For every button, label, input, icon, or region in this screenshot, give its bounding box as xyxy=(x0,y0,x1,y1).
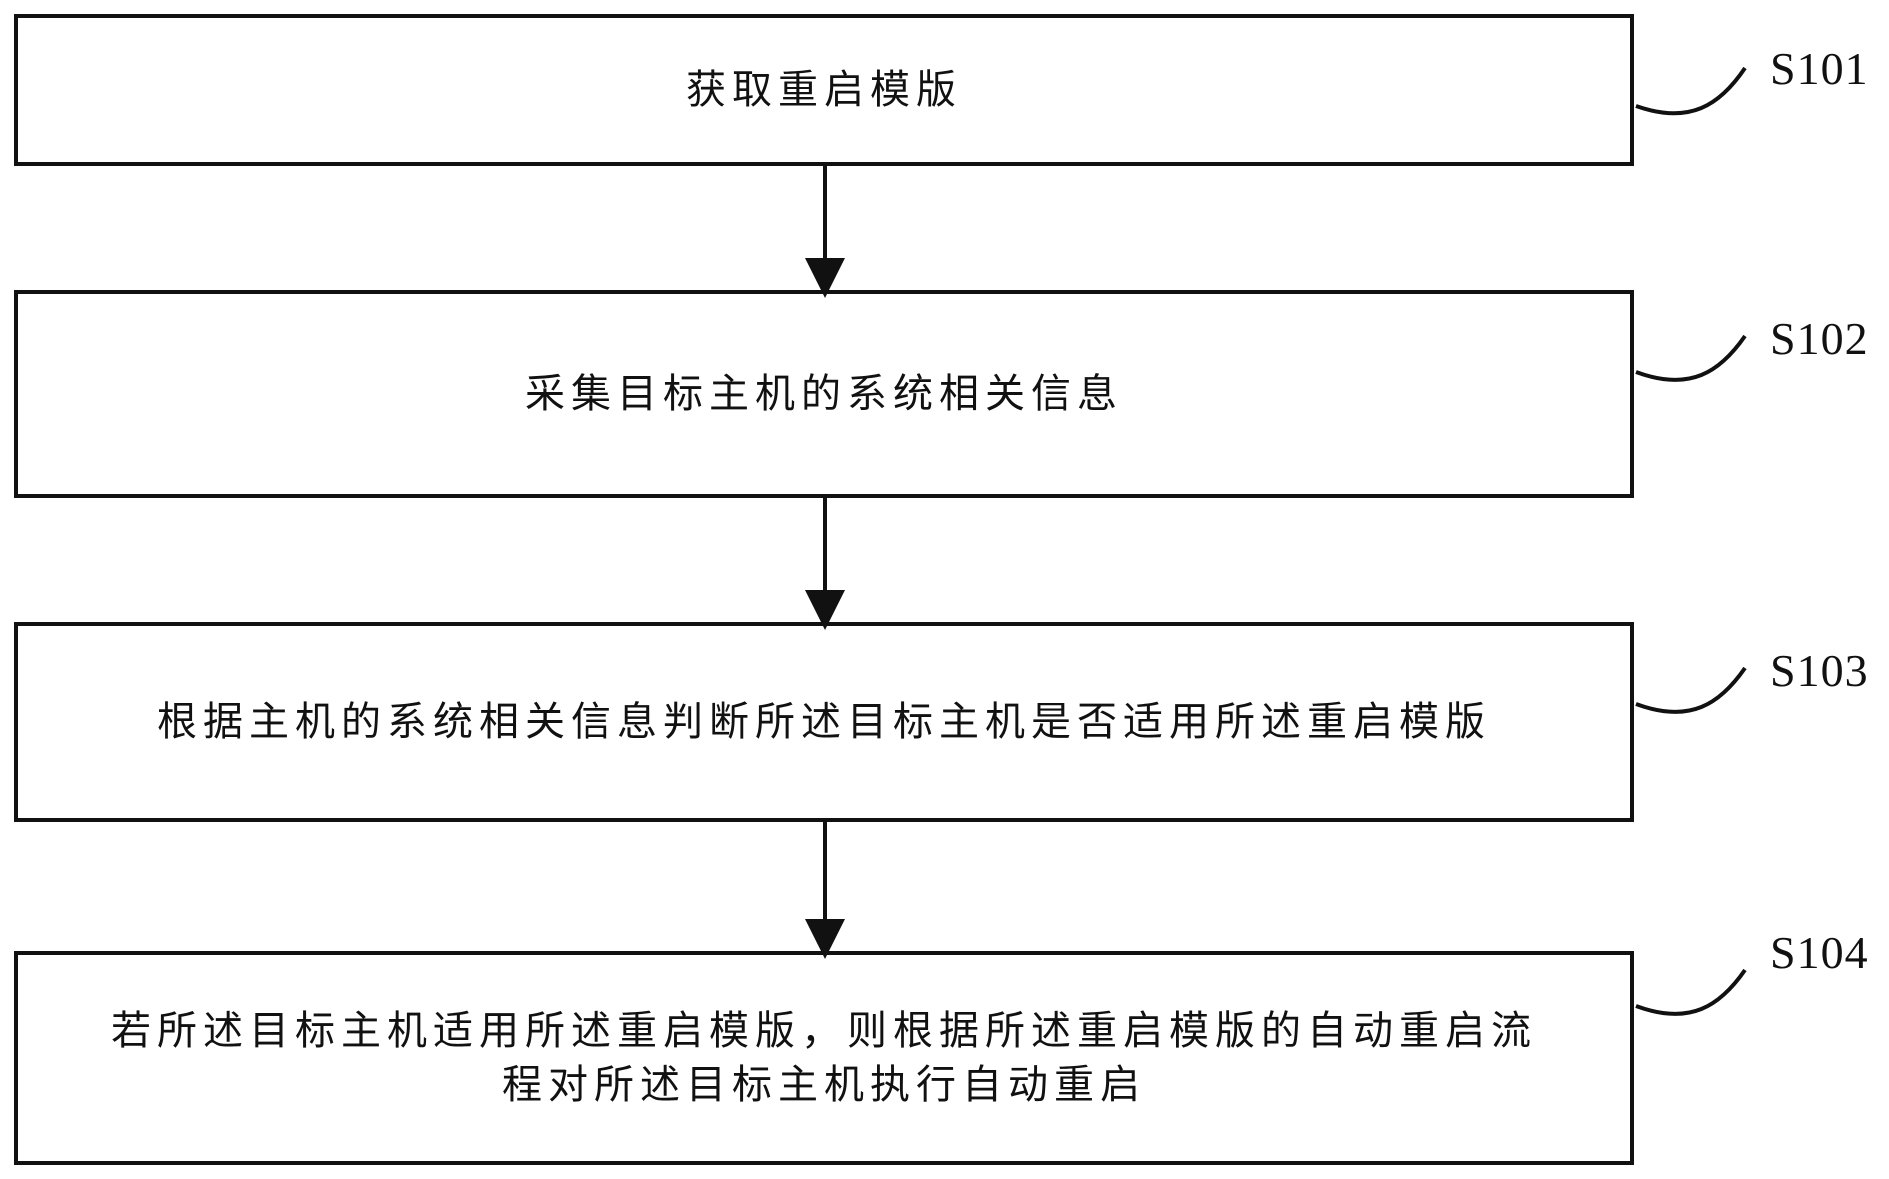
step-text-s102: 采集目标主机的系统相关信息 xyxy=(525,371,1123,417)
leader-line-s103 xyxy=(1635,666,1747,714)
step-text-s104: 若所述目标主机适用所述重启模版，则根据所述重启模版的自动重启流 程对所述目标主机… xyxy=(111,1008,1537,1108)
step-label-s102: S102 xyxy=(1770,313,1869,364)
step-label-s103: S103 xyxy=(1770,645,1869,696)
leader-line-s104 xyxy=(1635,968,1747,1016)
step-box-s104: 若所述目标主机适用所述重启模版，则根据所述重启模版的自动重启流 程对所述目标主机… xyxy=(14,951,1634,1165)
step-label-s101: S101 xyxy=(1770,43,1869,94)
step-box-s103: 根据主机的系统相关信息判断所述目标主机是否适用所述重启模版 xyxy=(14,622,1634,822)
step-box-s101: 获取重启模版 xyxy=(14,14,1634,166)
leader-line-s102 xyxy=(1635,334,1747,382)
step-text-s103: 根据主机的系统相关信息判断所述目标主机是否适用所述重启模版 xyxy=(157,699,1491,745)
leader-line-s101 xyxy=(1635,66,1747,116)
step-text-s101: 获取重启模版 xyxy=(686,67,962,113)
step-box-s102: 采集目标主机的系统相关信息 xyxy=(14,290,1634,498)
step-label-s104: S104 xyxy=(1770,927,1869,978)
